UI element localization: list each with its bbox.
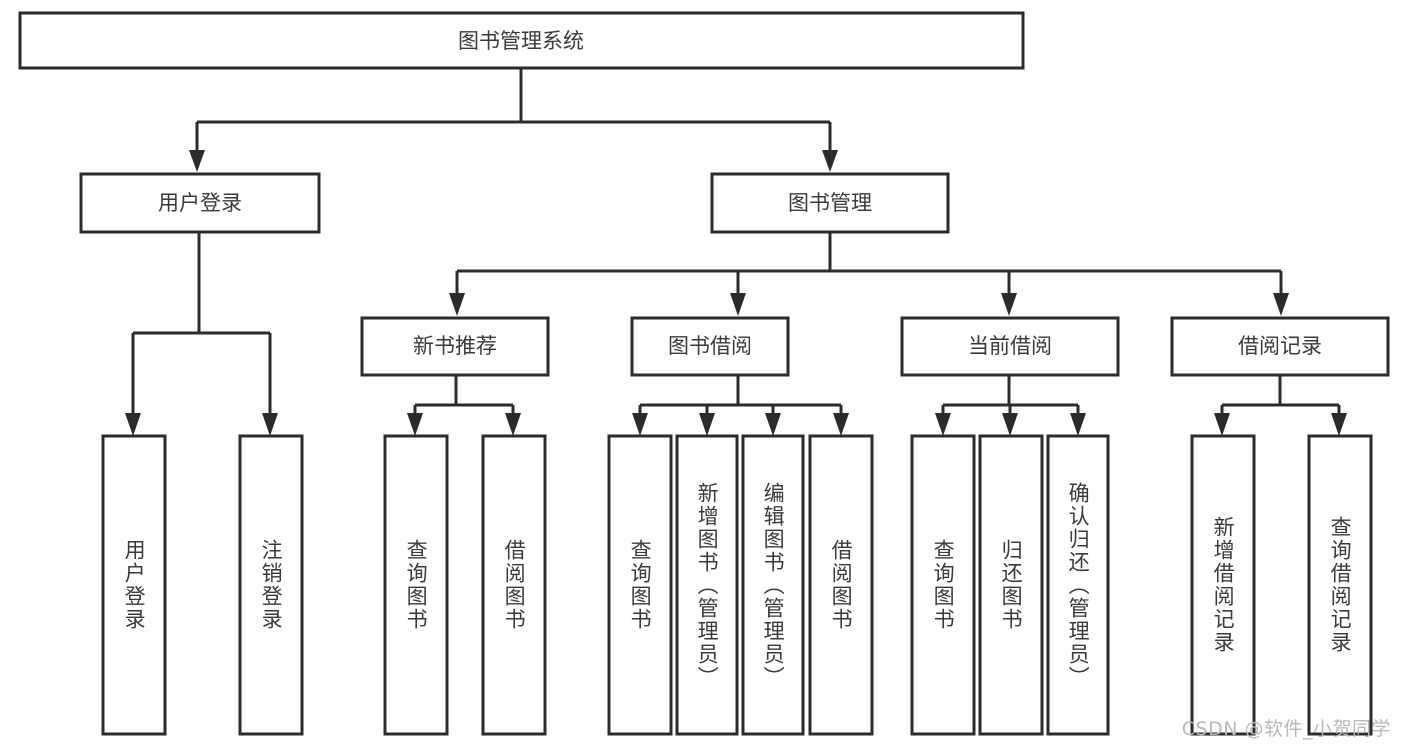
node-book-borrow-label: 图书借阅 <box>668 334 752 358</box>
leaf-user-login-box[interactable] <box>101 434 167 736</box>
arrow-leaf-user-login <box>125 413 141 436</box>
leaf-query-book-2-label: 查询图书 <box>628 539 653 631</box>
leaf-return-book[interactable]: 归还图书 <box>978 434 1044 736</box>
leaf-edit-book-label: 编辑图书（管理员） <box>761 481 786 689</box>
leaf-edit-book-box[interactable] <box>741 434 805 736</box>
leaf-borrow-book-2-box[interactable] <box>808 434 874 736</box>
leaf-borrow-book-2[interactable]: 借阅图书 <box>808 434 874 736</box>
node-borrow-record[interactable]: 借阅记录 <box>1170 316 1390 377</box>
arrow-leaf-user-logout <box>262 413 278 436</box>
node-book-manage-box[interactable] <box>710 172 950 234</box>
arrow-leaf-edit-book <box>765 413 781 436</box>
arrow-leaf-query-book-2 <box>632 413 648 436</box>
leaf-edit-book[interactable]: 编辑图书（管理员） <box>741 434 805 736</box>
leaf-borrow-book-1-label: 借阅图书 <box>502 539 527 631</box>
node-root[interactable]: 图书管理系统 <box>18 11 1025 70</box>
arrow-to-new-book-recommend <box>449 293 465 316</box>
leaf-confirm-return-box[interactable] <box>1046 434 1110 736</box>
leaf-user-logout-box[interactable] <box>238 434 304 736</box>
leaf-return-book-box[interactable] <box>978 434 1044 736</box>
leaf-return-book-label: 归还图书 <box>999 539 1024 631</box>
leaf-query-book-2[interactable]: 查询图书 <box>607 434 673 736</box>
leaf-query-record-box[interactable] <box>1307 434 1373 736</box>
node-new-book-recommend[interactable]: 新书推荐 <box>360 316 550 377</box>
node-current-borrow-label: 当前借阅 <box>968 334 1052 358</box>
leaf-query-record[interactable]: 查询借阅记录 <box>1307 434 1373 736</box>
leaf-add-record-label: 新增借阅记录 <box>1211 516 1236 654</box>
node-new-book-recommend-label: 新书推荐 <box>413 334 497 358</box>
leaf-add-book-label: 新增图书（管理员） <box>695 481 720 689</box>
node-borrow-record-box[interactable] <box>1170 316 1390 377</box>
leaf-query-book-3-box[interactable] <box>910 434 976 736</box>
leaf-query-record-label: 查询借阅记录 <box>1328 516 1353 654</box>
arrow-to-book-manage <box>822 150 838 172</box>
leaf-query-book-3[interactable]: 查询图书 <box>910 434 976 736</box>
arrow-leaf-return-book <box>1002 413 1018 436</box>
arrow-leaf-borrow-book-1 <box>505 413 521 436</box>
leaf-query-book-3-label: 查询图书 <box>931 539 956 631</box>
leaf-borrow-book-1[interactable]: 借阅图书 <box>481 434 547 736</box>
node-current-borrow[interactable]: 当前借阅 <box>900 316 1120 377</box>
leaf-confirm-return[interactable]: 确认归还（管理员） <box>1046 434 1110 736</box>
node-current-borrow-box[interactable] <box>900 316 1120 377</box>
arrow-leaf-borrow-book-2 <box>833 413 849 436</box>
node-new-book-recommend-box[interactable] <box>360 316 550 377</box>
leaf-user-logout[interactable]: 注销登录 <box>238 434 304 736</box>
arrow-to-user-login <box>189 150 205 172</box>
node-user-login[interactable]: 用户登录 <box>79 172 321 234</box>
arrow-leaf-add-book <box>699 413 715 436</box>
arrow-leaf-query-book-1 <box>407 413 423 436</box>
arrow-leaf-add-record <box>1214 413 1230 436</box>
arrow-to-current-borrow <box>1001 293 1017 316</box>
node-book-borrow[interactable]: 图书借阅 <box>630 316 790 377</box>
node-book-manage[interactable]: 图书管理 <box>710 172 950 234</box>
leaf-confirm-return-label: 确认归还（管理员） <box>1066 481 1091 689</box>
arrow-to-book-borrow <box>730 293 746 316</box>
node-root-label: 图书管理系统 <box>458 29 584 53</box>
node-book-borrow-box[interactable] <box>630 316 790 377</box>
leaf-query-book-2-box[interactable] <box>607 434 673 736</box>
leaf-borrow-book-2-label: 借阅图书 <box>829 539 854 631</box>
arrow-leaf-query-book-3 <box>935 413 951 436</box>
node-root-box[interactable] <box>18 11 1025 70</box>
leaf-borrow-book-1-box[interactable] <box>481 434 547 736</box>
leaf-user-logout-label: 注销登录 <box>259 539 284 631</box>
node-user-login-label: 用户登录 <box>158 191 242 215</box>
connector-layer <box>125 68 1347 436</box>
leaf-query-book-1-box[interactable] <box>383 434 449 736</box>
arrow-leaf-confirm-return <box>1070 413 1086 436</box>
arrow-to-borrow-record <box>1273 293 1289 316</box>
leaf-query-book-1[interactable]: 查询图书 <box>383 434 449 736</box>
node-user-login-box[interactable] <box>79 172 321 234</box>
leaf-add-record[interactable]: 新增借阅记录 <box>1190 434 1256 736</box>
leaf-query-book-1-label: 查询图书 <box>404 539 429 631</box>
arrow-leaf-query-record <box>1331 413 1347 436</box>
node-book-manage-label: 图书管理 <box>788 191 872 215</box>
leaf-user-login[interactable]: 用户登录 <box>101 434 167 736</box>
leaf-add-book-box[interactable] <box>675 434 739 736</box>
node-borrow-record-label: 借阅记录 <box>1238 334 1322 358</box>
leaf-add-book[interactable]: 新增图书（管理员） <box>675 434 739 736</box>
leaf-user-login-label: 用户登录 <box>122 539 147 631</box>
leaf-add-record-box[interactable] <box>1190 434 1256 736</box>
